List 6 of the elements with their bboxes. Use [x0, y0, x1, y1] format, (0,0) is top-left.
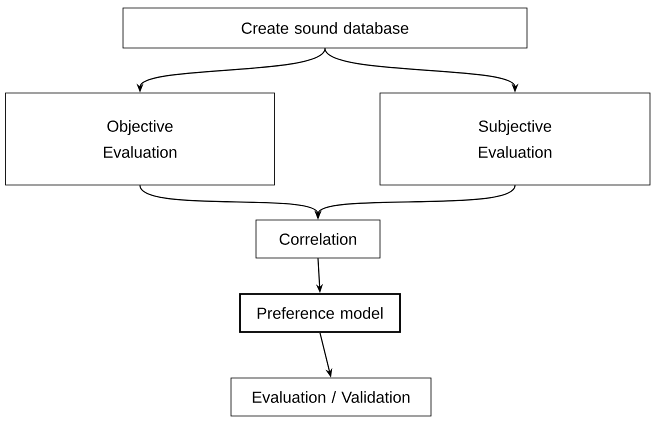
- process-box: Create sound database: [122, 8, 528, 48]
- process-box: Correlation: [256, 220, 380, 258]
- process-box: Preference model: [239, 293, 401, 333]
- process-box: Subjective Evaluation: [380, 92, 650, 186]
- process-box: Evaluation / Validation: [230, 378, 432, 416]
- process-box: Objective Evaluation: [5, 92, 275, 186]
